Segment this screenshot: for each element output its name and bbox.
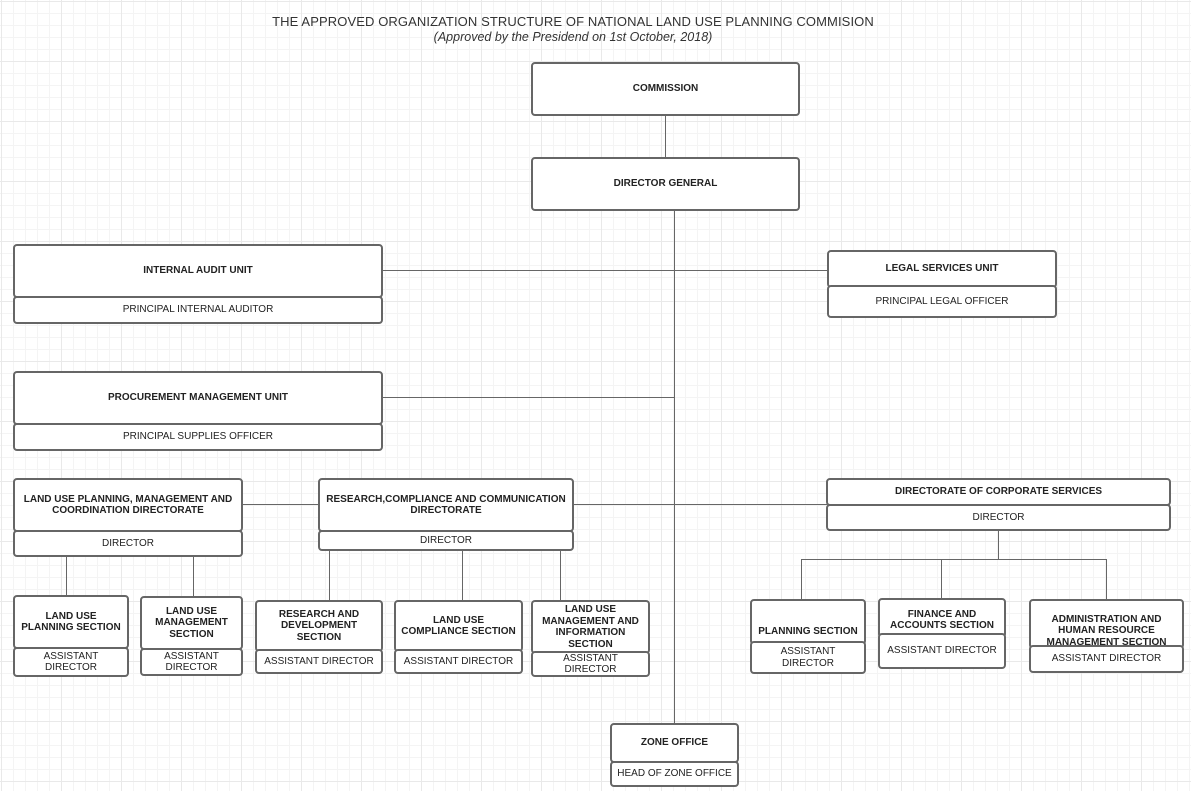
planning-directorate-head-box: DIRECTOR <box>13 530 243 557</box>
connector-rd-section <box>329 550 330 600</box>
connector-lup-section <box>66 556 67 595</box>
land-use-information-section-head-box: ASSISTANT DIRECTOR <box>531 651 650 677</box>
procurement-head-box: PRINCIPAL SUPPLIES OFFICER <box>13 423 383 451</box>
internal-audit-unit-box: INTERNAL AUDIT UNIT <box>13 244 383 298</box>
connector-compliance-section <box>462 550 463 600</box>
planning-section-head-box: ASSISTANT DIRECTOR <box>750 641 866 674</box>
land-use-management-section-box: LAND USE MANAGEMENT SECTION <box>140 596 243 650</box>
land-use-compliance-section-head-box: ASSISTANT DIRECTOR <box>394 649 523 674</box>
land-use-planning-section-box: LAND USE PLANNING SECTION <box>13 595 129 649</box>
chart-subtitle: (Approved by the Presidend on 1st Octobe… <box>433 30 713 44</box>
connector-procurement <box>381 397 675 398</box>
connector-main-spine <box>674 210 675 724</box>
connector-admin-section <box>1106 559 1107 599</box>
commission-box: COMMISSION <box>531 62 800 116</box>
connector-lum-section <box>193 556 194 596</box>
connector-info-section <box>560 550 561 600</box>
land-use-information-section-box: LAND USE MANAGEMENT AND INFORMATION SECT… <box>531 600 650 654</box>
connector-finance-section <box>941 559 942 598</box>
connector-planning-section <box>801 559 802 599</box>
connector-corporate-down <box>998 530 999 559</box>
research-development-section-box: RESEARCH AND DEVELOPMENT SECTION <box>255 600 383 652</box>
connector-audit-legal <box>381 270 828 271</box>
finance-accounts-section-box: FINANCE AND ACCOUNTS SECTION <box>878 598 1006 638</box>
corporate-directorate-box: DIRECTORATE OF CORPORATE SERVICES <box>826 478 1171 506</box>
legal-services-head-box: PRINCIPAL LEGAL OFFICER <box>827 285 1057 318</box>
planning-directorate-box: LAND USE PLANNING, MANAGEMENT AND COORDI… <box>13 478 243 532</box>
research-development-section-head-box: ASSISTANT DIRECTOR <box>255 649 383 674</box>
admin-hr-section-box: ADMINISTRATION AND HUMAN RESOURCE MANAGE… <box>1029 599 1184 649</box>
zone-office-box: ZONE OFFICE <box>610 723 739 763</box>
land-use-management-section-head-box: ASSISTANT DIRECTOR <box>140 648 243 676</box>
legal-services-unit-box: LEGAL SERVICES UNIT <box>827 250 1057 288</box>
research-directorate-head-box: DIRECTOR <box>318 530 574 551</box>
director-general-box: DIRECTOR GENERAL <box>531 157 800 211</box>
internal-audit-head-box: PRINCIPAL INTERNAL AUDITOR <box>13 296 383 324</box>
land-use-compliance-section-box: LAND USE COMPLIANCE SECTION <box>394 600 523 652</box>
admin-hr-section-head-box: ASSISTANT DIRECTOR <box>1029 645 1184 673</box>
procurement-unit-box: PROCUREMENT MANAGEMENT UNIT <box>13 371 383 425</box>
land-use-planning-section-head-box: ASSISTANT DIRECTOR <box>13 647 129 677</box>
connector-commission-dg <box>665 115 666 158</box>
zone-office-head-box: HEAD OF ZONE OFFICE <box>610 761 739 787</box>
chart-title: THE APPROVED ORGANIZATION STRUCTURE OF N… <box>272 14 874 29</box>
corporate-directorate-head-box: DIRECTOR <box>826 504 1171 531</box>
planning-section-box: PLANNING SECTION <box>750 599 866 645</box>
finance-accounts-section-head-box: ASSISTANT DIRECTOR <box>878 633 1006 669</box>
connector-corporate-branch <box>801 559 1107 560</box>
research-directorate-box: RESEARCH,COMPLIANCE AND COMMUNICATION DI… <box>318 478 574 532</box>
